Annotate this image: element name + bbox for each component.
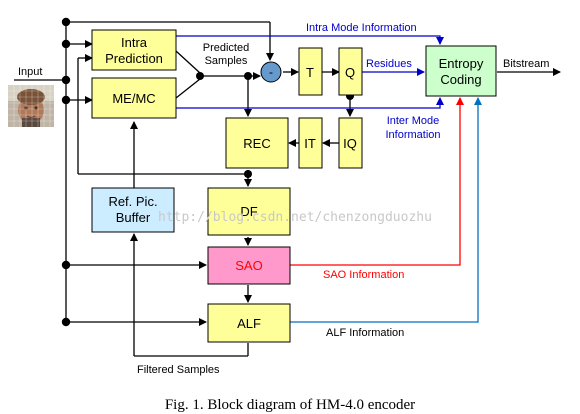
sao-info-line (290, 97, 464, 266)
sao-label: SAO (235, 258, 262, 273)
residues-label: Residues (366, 58, 412, 70)
junction-dot (196, 72, 204, 80)
inverse-transform-block[interactable] (298, 117, 323, 169)
memc-label: ME/MC (112, 91, 155, 106)
iq-label: IQ (343, 136, 357, 151)
intra-label-1: Intra (121, 35, 148, 50)
free-labels: Input Bitstream Predicted Samples Intra … (18, 22, 549, 376)
inter-info-label-1: Inter Mode (387, 115, 440, 127)
ref-pic-buffer-block[interactable] (91, 187, 175, 233)
predicted-label-1: Predicted (203, 42, 249, 54)
junction-dots (61, 17, 354, 327)
intra-prediction-block[interactable] (91, 29, 177, 71)
predicted-label-2: Samples (205, 55, 248, 67)
block-labels: Intra Prediction ME/MC Ref. Pic. Buffer … (105, 35, 484, 331)
alf-info-line (290, 97, 482, 323)
ref-label-2: Buffer (116, 210, 151, 225)
intra-info-line (176, 35, 444, 45)
inter-info-label-2: Information (385, 129, 440, 141)
input-label: Input (18, 66, 42, 78)
side-info-lines (176, 35, 482, 323)
watermark: http://blog.csdn.net/chenzongduozhu (158, 210, 432, 225)
entropy-label-1: Entropy (439, 56, 484, 71)
alf-info-label: ALF Information (326, 327, 404, 339)
junction-dot (244, 170, 252, 178)
input-image (8, 85, 54, 127)
blocks (91, 29, 497, 343)
inverse-quantization-block[interactable] (338, 117, 363, 169)
rec-block[interactable] (225, 117, 289, 169)
quantization-block[interactable] (338, 47, 363, 96)
rec-label: REC (243, 136, 270, 151)
t-label: T (306, 65, 314, 80)
inter-info-line (176, 97, 444, 109)
junction-dot (244, 72, 252, 80)
transform-block[interactable] (298, 47, 323, 96)
alf-block[interactable] (207, 303, 291, 343)
junction-dot (61, 39, 71, 49)
subtractor-sign: - (269, 65, 273, 79)
bitstream-label: Bitstream (503, 58, 549, 70)
junction-dot (61, 95, 71, 105)
q-label: Q (345, 65, 355, 80)
entropy-coding-block[interactable] (425, 45, 497, 97)
df-block[interactable] (207, 187, 291, 236)
sao-block[interactable] (207, 246, 291, 285)
black-connections (14, 21, 561, 357)
df-label: DF (240, 204, 257, 219)
junction-dot (61, 260, 71, 270)
filtered-samples-label: Filtered Samples (137, 364, 220, 376)
intra-label-2: Prediction (105, 51, 163, 66)
alf-label: ALF (237, 316, 261, 331)
subtractor-node (260, 61, 282, 83)
memc-block[interactable] (91, 77, 177, 119)
entropy-label-2: Coding (440, 72, 481, 87)
junction-dot (61, 17, 71, 27)
figure-caption: Fig. 1. Block diagram of HM-4.0 encoder (165, 397, 415, 413)
it-label: IT (304, 136, 316, 151)
sao-info-label: SAO Information (323, 269, 404, 281)
ref-label-1: Ref. Pic. (108, 194, 157, 209)
intra-info-label: Intra Mode Information (306, 22, 417, 34)
junction-dot (61, 75, 71, 85)
junction-dot (61, 317, 71, 327)
